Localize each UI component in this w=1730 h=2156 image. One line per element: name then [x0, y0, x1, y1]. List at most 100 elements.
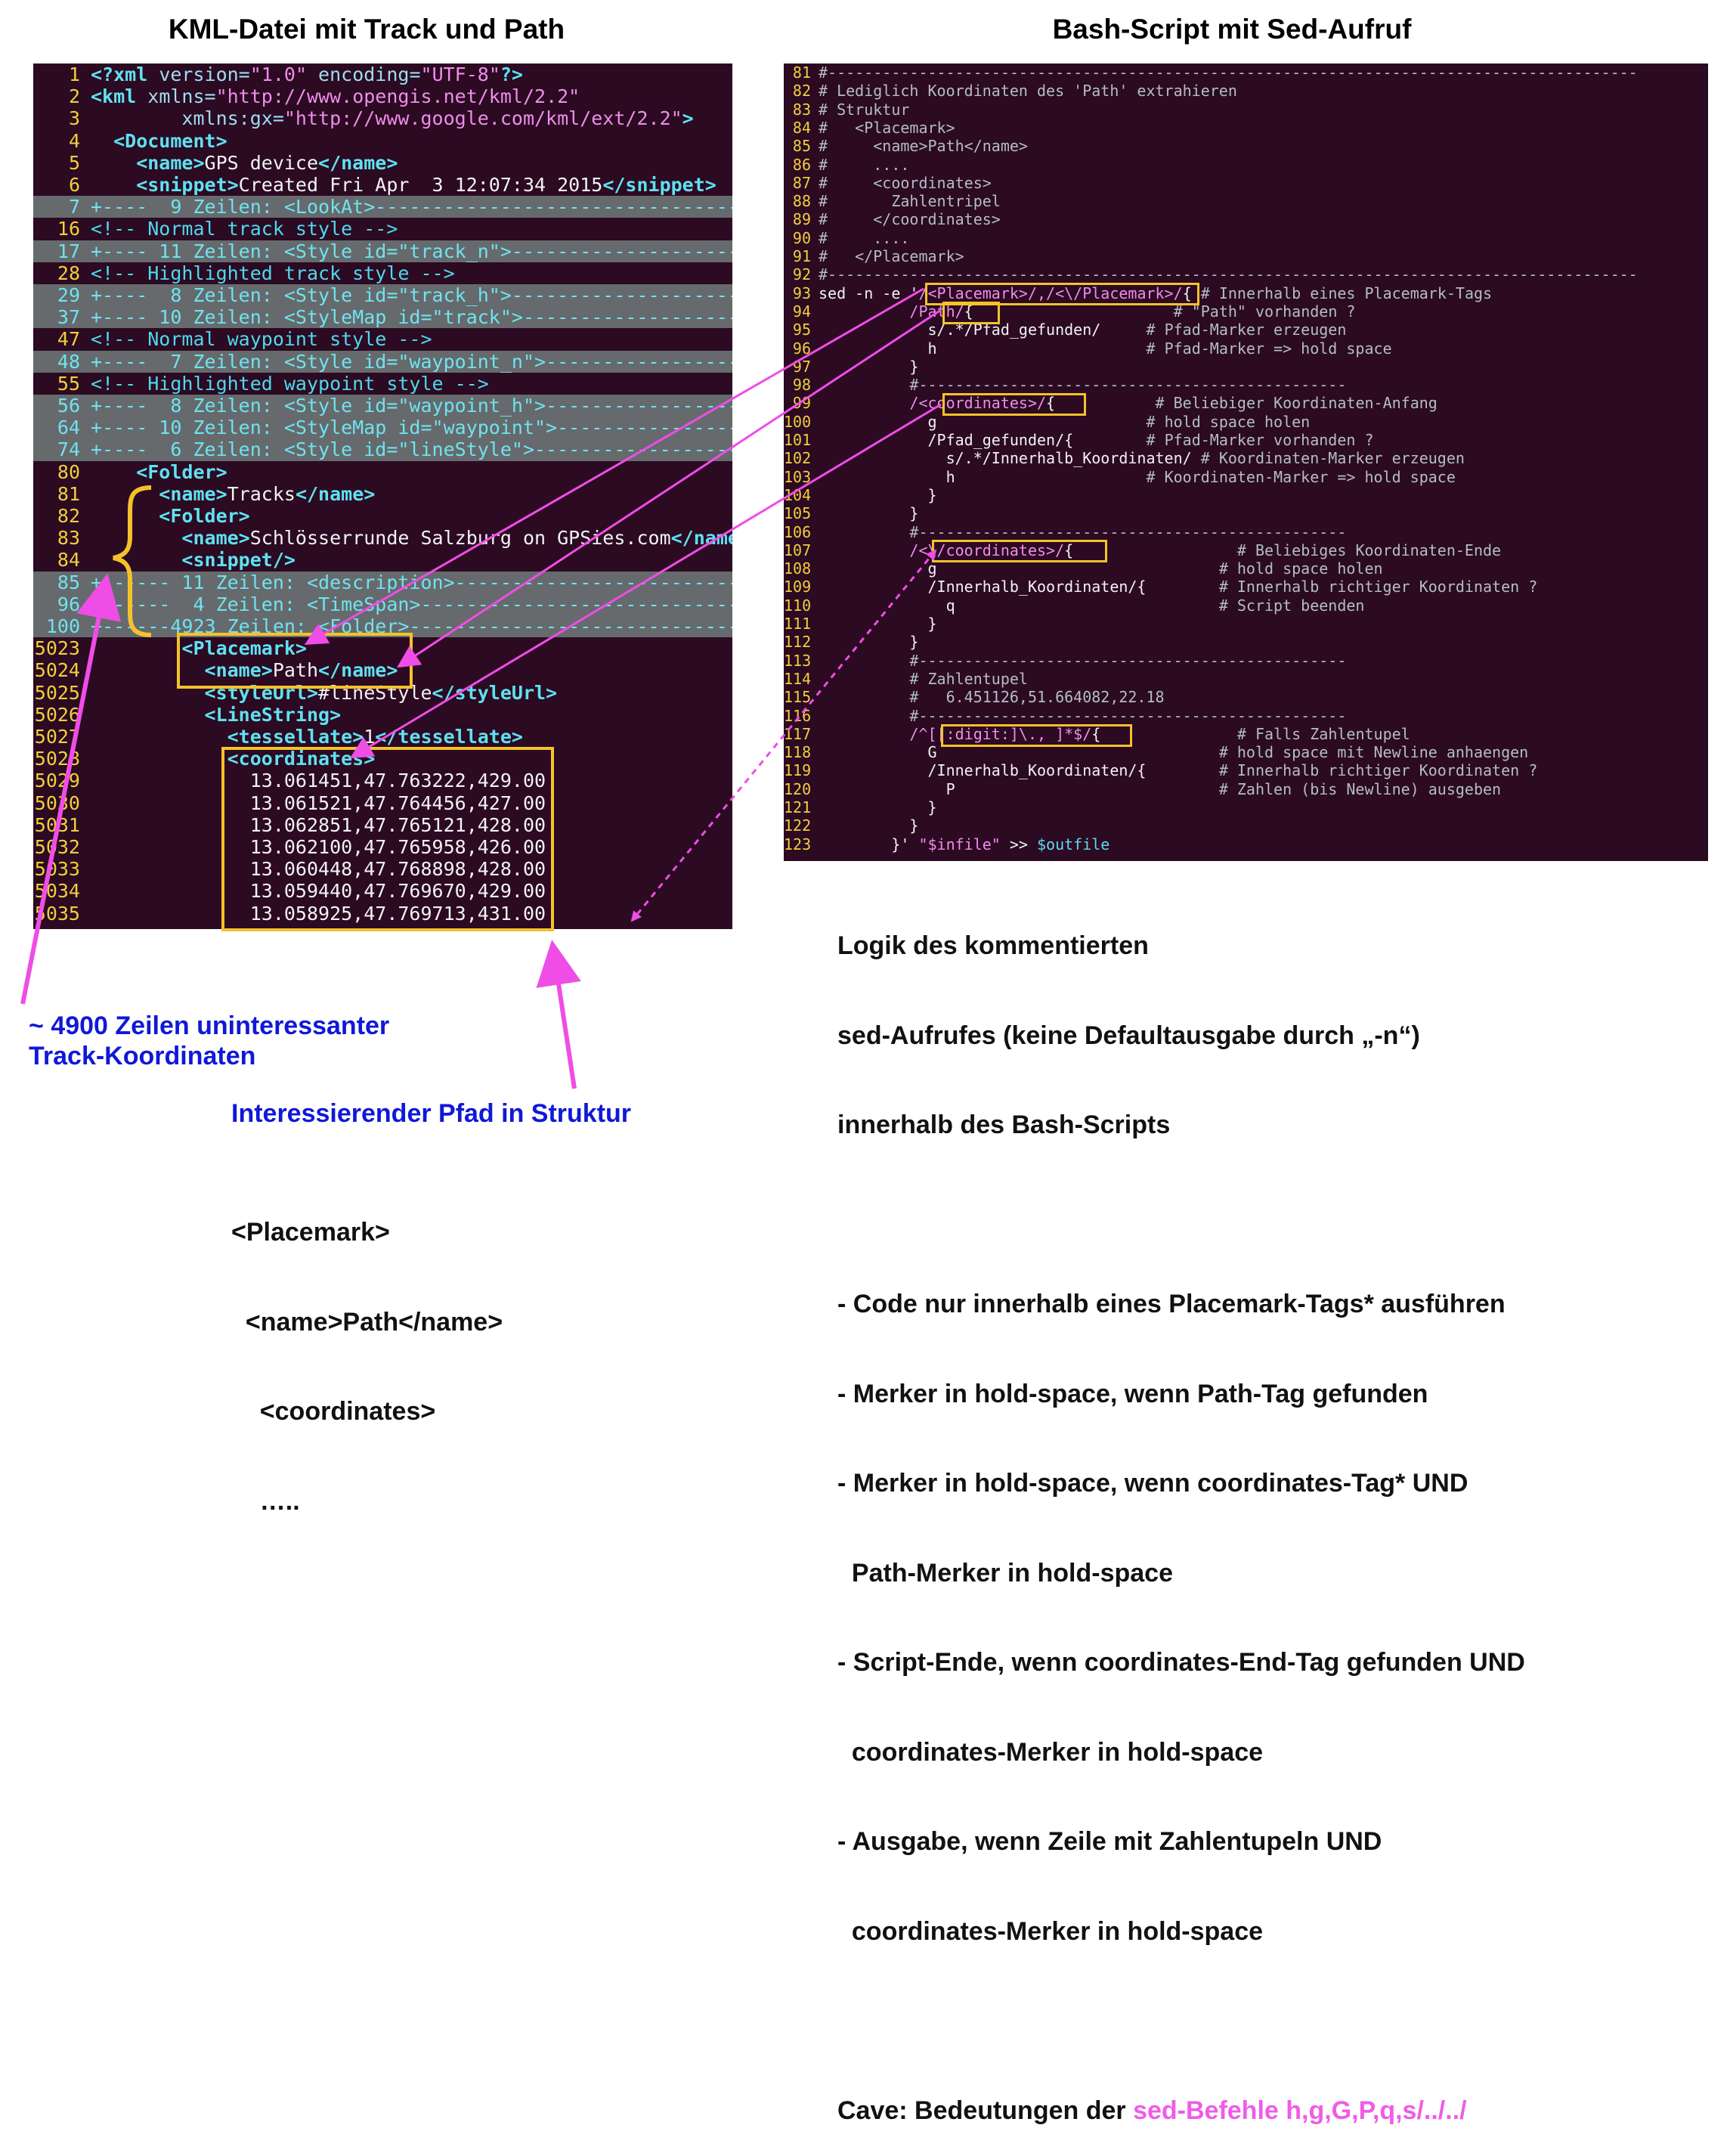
- kml-line-5026: 5026 <LineString>: [33, 704, 732, 726]
- kml-line-4: 4 <Document>: [33, 130, 732, 152]
- code-token: # hold space holen: [1218, 559, 1383, 578]
- kml-editor-panel: 1<?xml version="1.0" encoding="UTF-8"?>2…: [33, 64, 732, 929]
- code-token: ?>: [500, 64, 523, 85]
- code-token: >: [682, 107, 694, 130]
- code-token: # hold space mit Newline anhaengen: [1218, 743, 1529, 762]
- bash-line-84: 84# <Placemark>: [784, 119, 1708, 137]
- code-token: xmlns:gx=: [91, 107, 284, 130]
- arrow-placemark: [304, 287, 924, 645]
- code-token: g: [819, 412, 1147, 431]
- bash-line-119: 119 /Innerhalb_Koordinaten/{ # Innerhalb…: [784, 761, 1708, 779]
- line-number: 6: [68, 174, 80, 196]
- line-number: 55: [57, 372, 80, 395]
- code-token: Schlösserrunde Salzburg on GPSies.com: [249, 527, 671, 550]
- code-token: 13.061521,47.764456,427.00: [91, 791, 546, 814]
- kml-line-17: 17+---- 11 Zeilen: <Style id="track_n">-…: [33, 240, 732, 262]
- line-number: 87: [792, 173, 811, 192]
- interesting-path-note: Interessierender Pfad in Struktur: [231, 1099, 632, 1128]
- line-number: 91: [792, 247, 811, 265]
- code-token: }: [819, 357, 919, 376]
- code-token: +------ 4 Zeilen: <TimeSpan>------------…: [91, 593, 732, 615]
- line-number: 29: [57, 284, 80, 306]
- arrow-coordinates-end-dashed: [630, 549, 937, 922]
- code-token: {: [1064, 541, 1237, 559]
- path-pattern-highlight: [942, 302, 1000, 324]
- line-number: 82: [57, 505, 80, 527]
- code-token: # <coordinates>: [819, 173, 992, 192]
- code-token: <Document>: [91, 129, 227, 152]
- kml-line-37: 37+---- 10 Zeilen: <StyleMap id="track">…: [33, 306, 732, 329]
- code-token: version=: [159, 64, 250, 85]
- line-number: 95: [792, 321, 811, 339]
- bash-line-118: 118 G # hold space mit Newline anhaengen: [784, 743, 1708, 761]
- bash-line-101: 101 /Pfad_gefunden/{ # Pfad-Marker vorha…: [784, 431, 1708, 449]
- code-token: h: [819, 339, 1147, 358]
- code-token: #---------------------------------------…: [819, 265, 1638, 284]
- kml-line-83: 83 <name>Schlösserrunde Salzburg on GPSi…: [33, 527, 732, 549]
- kml-line-16: 16<!-- Normal track style -->: [33, 218, 732, 240]
- code-token: #---------------------------------------…: [819, 522, 1347, 541]
- code-token: <snippet>: [91, 174, 239, 196]
- line-number: 4: [68, 129, 80, 152]
- bash-editor-panel: 81#-------------------------------------…: [784, 64, 1708, 861]
- code-token: </name>: [670, 527, 732, 550]
- cave-line: Cave: Bedeutungen der sed-Befehle h,g,G,…: [837, 2096, 1467, 2125]
- bash-line-85: 85# <name>Path</name>: [784, 137, 1708, 155]
- code-token: {: [1091, 724, 1237, 743]
- kml-line-2: 2<kml xmlns="http://www.opengis.net/kml/…: [33, 85, 732, 107]
- code-token: /Innerhalb_Koordinaten/{: [819, 761, 1219, 780]
- bash-line-90: 90# ....: [784, 229, 1708, 247]
- line-number: 37: [57, 306, 80, 329]
- kml-panel-title: KML-Datei mit Track und Path: [168, 14, 565, 45]
- kml-line-80: 80 <Folder>: [33, 461, 732, 483]
- kml-line-5: 5 <name>GPS device</name>: [33, 152, 732, 174]
- code-token: encoding=: [307, 64, 421, 85]
- code-token: # Beliebiges Koordinaten-Ende: [1236, 541, 1502, 559]
- line-number: 5023: [34, 637, 80, 660]
- code-token: Created Fri Apr 3 12:07:34 2015: [238, 174, 603, 196]
- line-number: 74: [57, 438, 80, 461]
- code-token: <Placemark>: [91, 637, 307, 660]
- code-token: sed -n -e ': [819, 283, 919, 302]
- bash-line-100: 100 g # hold space holen: [784, 413, 1708, 431]
- coordinates-start-pattern-highlight: [942, 393, 1086, 416]
- code-token: </snippet>: [602, 174, 716, 196]
- code-token: # Zahlen (bis Newline) ausgeben: [1218, 779, 1502, 798]
- line-number: 106: [784, 522, 812, 541]
- code-token: <snippet/>: [91, 549, 296, 572]
- code-token: # "Path" vorhanden ?: [1173, 302, 1356, 321]
- code-token: # <name>Path</name>: [819, 137, 1028, 156]
- code-token: xmlns=: [147, 85, 216, 108]
- line-number: 2: [68, 85, 80, 108]
- code-token: # Koordinaten-Marker erzeugen: [1200, 449, 1465, 468]
- code-token: +---- 9 Zeilen: <LookAt>----------------…: [91, 196, 732, 218]
- line-number: 17: [57, 240, 80, 262]
- line-number: 5030: [34, 791, 80, 814]
- arrow-track-coords: [20, 573, 122, 1005]
- line-number: 80: [57, 460, 80, 483]
- bash-panel-title: Bash-Script mit Sed-Aufruf: [1052, 14, 1412, 45]
- code-token: </styleUrl>: [432, 681, 558, 704]
- line-number: 81: [57, 482, 80, 505]
- code-token: #lineStyle: [318, 681, 432, 704]
- line-number: 5: [68, 151, 80, 174]
- code-token: 13.062851,47.765121,428.00: [91, 813, 546, 836]
- line-number: 96: [57, 593, 80, 615]
- line-number: 3: [68, 107, 80, 130]
- bash-line-88: 88# Zahlentripel: [784, 192, 1708, 210]
- sed-logic-explanation: Logik des kommentierten sed-Aufrufes (ke…: [837, 931, 1525, 2125]
- code-token: # Struktur: [819, 100, 910, 119]
- line-number: 100: [784, 412, 812, 431]
- code-token: +---- 6 Zeilen: <Style id="lineStyle">--…: [91, 438, 732, 461]
- bash-line-89: 89# </coordinates>: [784, 210, 1708, 228]
- code-token: # Pfad-Marker erzeugen: [1146, 321, 1347, 339]
- line-number: 86: [792, 155, 811, 174]
- code-token: "http://www.google.com/kml/ext/2.2": [283, 107, 682, 130]
- code-token: +---- 10 Zeilen: <StyleMap id="waypoint"…: [91, 417, 732, 439]
- bash-line-99: 99 /<coordinates>/{ # Beliebiger Koordin…: [784, 394, 1708, 412]
- line-number: 101: [784, 431, 812, 449]
- code-token: # Zahlentripel: [819, 192, 1001, 211]
- bash-line-105: 105 }: [784, 504, 1708, 522]
- kml-line-96: 96 +------ 4 Zeilen: <TimeSpan>----------…: [33, 593, 732, 615]
